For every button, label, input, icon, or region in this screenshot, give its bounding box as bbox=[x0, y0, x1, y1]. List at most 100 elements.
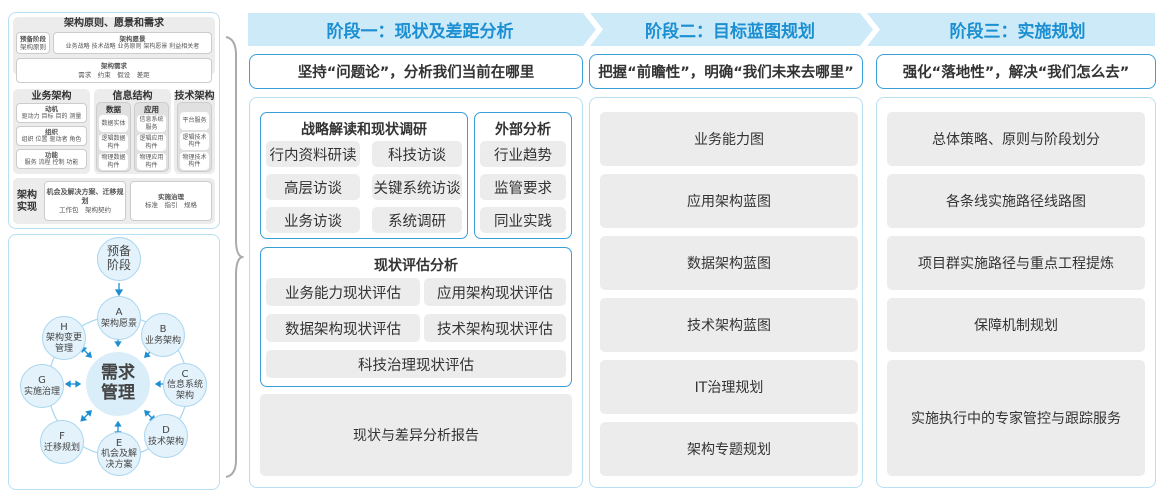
biz-group-title: 组织 bbox=[45, 128, 58, 137]
biz-group-title: 功能 bbox=[45, 151, 58, 160]
app-item: 逻辑应用构件 bbox=[137, 134, 166, 151]
stage1-subtitle: 坚持“问题论”，分析我们当前在哪里 bbox=[249, 54, 583, 89]
gov-title: 实施治理 bbox=[158, 192, 184, 201]
tech-title: 技术架构 bbox=[174, 91, 215, 102]
info-title: 信息结构 bbox=[112, 91, 153, 102]
assessment-item: 数据架构现状评估 bbox=[266, 314, 420, 342]
req-title: 架构需求 bbox=[101, 62, 127, 71]
opp-items: 工作包 架构契约 bbox=[59, 205, 111, 214]
stage2-chevron bbox=[590, 13, 873, 46]
app-title: 应用 bbox=[144, 105, 159, 114]
implementation-item: 实施执行中的专家管控与跟踪服务 bbox=[887, 360, 1145, 476]
phase-label: 信息系统架构 bbox=[166, 380, 203, 401]
biz-group-items: 驱动力 目标 目的 测量 bbox=[21, 113, 82, 121]
req-items: 需求 约束 假设 差距 bbox=[78, 70, 150, 79]
stage1-title: 阶段一：现状及差距分析 bbox=[326, 22, 514, 42]
biz-group-title: 动机 bbox=[45, 105, 58, 114]
phase-letter: A bbox=[115, 307, 123, 319]
assessment-item: 技术架构现状评估 bbox=[424, 314, 566, 342]
blueprint-item: 技术架构蓝图 bbox=[600, 298, 858, 352]
data-item: 物理数据构件 bbox=[99, 153, 128, 170]
implementation-item: 各条线实施路径线路图 bbox=[887, 174, 1145, 228]
implementation-item: 总体策略、原则与阶段划分 bbox=[887, 112, 1145, 166]
stage-header-arrows bbox=[248, 13, 1155, 46]
data-title: 数据 bbox=[106, 105, 121, 114]
tech-item: 平台服务 bbox=[180, 112, 209, 130]
phase-label: 实施治理 bbox=[23, 386, 60, 397]
survey-item: 业务访谈 bbox=[266, 207, 360, 233]
phase-label: 业务架构 bbox=[144, 335, 181, 346]
phase-letter: E bbox=[115, 437, 123, 449]
survey-item: 科技访谈 bbox=[372, 141, 462, 167]
bracket-divider bbox=[225, 36, 244, 478]
governance-box: 实施治理标准 指引 规格 bbox=[130, 181, 212, 221]
stage2-subtitle: 把握“前瞻性”，明确“我们未来去哪里” bbox=[589, 54, 863, 89]
data-item: 逻辑数据构件 bbox=[99, 134, 128, 151]
phase-letter: H bbox=[60, 321, 68, 333]
vision-items: 业务战略 技术战略 业务原则 架构愿景 利益相关者 bbox=[65, 43, 200, 51]
section-title: 架构原则、愿景和需求 bbox=[64, 18, 164, 29]
vision-box: 架构愿景业务战略 技术战略 业务原则 架构愿景 利益相关者 bbox=[53, 32, 212, 54]
requirements-box: 架构需求需求 约束 假设 差距 bbox=[16, 58, 212, 83]
stage3-title: 阶段三：实施规划 bbox=[949, 22, 1086, 42]
impl-title: 架构实现 bbox=[17, 190, 37, 213]
blueprint-item: 业务能力图 bbox=[600, 112, 858, 166]
opp-title: 机会及解决方案、迁移规划 bbox=[46, 188, 124, 205]
tech-item: 物理技术构件 bbox=[180, 152, 209, 170]
phase-label: 迁移规划 bbox=[43, 442, 80, 453]
stage2-title: 阶段二：目标蓝图规划 bbox=[645, 22, 815, 42]
assessment-item: 业务能力现状评估 bbox=[266, 278, 420, 306]
requirements-management-center: 需求管理 bbox=[86, 352, 150, 416]
stage3-chevron bbox=[867, 13, 1155, 46]
phase-letter: D bbox=[162, 425, 170, 437]
blueprint-item: IT治理规划 bbox=[600, 360, 858, 414]
implementation-item: 保障机制规划 bbox=[887, 298, 1145, 352]
phase-letter: F bbox=[59, 431, 65, 443]
gap-analysis-report: 现状与差异分析报告 bbox=[260, 394, 572, 476]
vision-title: 架构愿景 bbox=[119, 35, 146, 44]
blueprint-item: 架构专题规划 bbox=[600, 422, 858, 476]
phase-label: 技术架构 bbox=[147, 436, 184, 447]
data-item: 数据实体 bbox=[99, 115, 128, 132]
survey-item: 高层访谈 bbox=[266, 174, 360, 200]
prep-phase-node: 预备阶段 bbox=[97, 237, 141, 281]
external-item: 监管要求 bbox=[480, 174, 566, 200]
external-item: 同业实践 bbox=[480, 207, 566, 233]
biz-group-items: 服务 流程 控制 功能 bbox=[24, 159, 79, 167]
assessment-title: 现状评估分析 bbox=[374, 258, 458, 274]
biz-group-items: 组织 位置 驱动者 角色 bbox=[21, 136, 82, 144]
prep-box: 预备阶段架构原则 bbox=[16, 32, 50, 54]
phase-label: 架构愿景 bbox=[100, 318, 137, 329]
blueprint-item: 应用架构蓝图 bbox=[600, 174, 858, 228]
phase-letter: G bbox=[38, 375, 46, 387]
biz-group: 动机驱动力 目标 目的 测量 bbox=[16, 103, 87, 123]
stage1-chevron bbox=[248, 13, 596, 46]
survey-item: 系统调研 bbox=[372, 207, 462, 233]
phase-label: 架构变更管理 bbox=[45, 333, 82, 354]
prep-title: 预备阶段 bbox=[20, 34, 46, 43]
biz-title: 业务架构 bbox=[31, 91, 72, 102]
biz-group: 功能服务 流程 控制 功能 bbox=[16, 149, 87, 169]
survey-item: 行内资料研读 bbox=[266, 141, 360, 167]
blueprint-item: 数据架构蓝图 bbox=[600, 236, 858, 290]
phase-letter: C bbox=[181, 368, 189, 380]
app-item: 信息系统服务 bbox=[137, 115, 166, 132]
tech-item: 逻辑技术构件 bbox=[180, 132, 209, 150]
external-title: 外部分析 bbox=[495, 122, 551, 138]
implementation-item: 项目群实施路径与重点工程提炼 bbox=[887, 236, 1145, 290]
prep-items: 架构原则 bbox=[20, 43, 46, 51]
assessment-item: 科技治理现状评估 bbox=[266, 350, 566, 378]
gov-items: 标准 指引 规格 bbox=[145, 201, 197, 209]
phase-letter: B bbox=[159, 324, 167, 336]
external-item: 行业趋势 bbox=[480, 141, 566, 167]
biz-group: 组织组织 位置 驱动者 角色 bbox=[16, 126, 87, 146]
phase-label: 机会及解决方案 bbox=[100, 449, 137, 470]
opportunity-box: 机会及解决方案、迁移规划工作包 架构契约 bbox=[44, 181, 126, 221]
